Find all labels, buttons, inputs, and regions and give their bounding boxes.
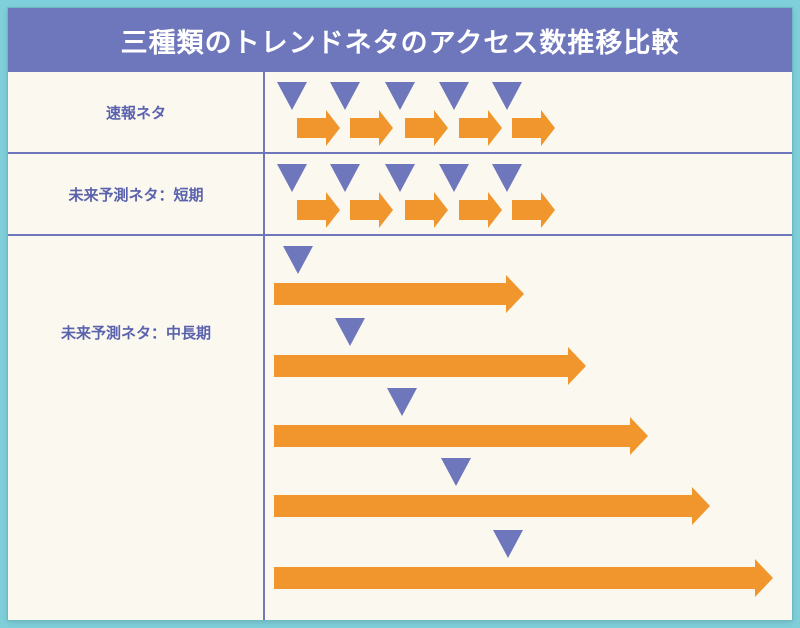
diagram-frame: 三種類のトレンドネタのアクセス数推移比較 速報ネタ 未来予測ネタ：短期 未来予測… bbox=[8, 8, 792, 620]
long-term-forecast-long-arrow-2 bbox=[274, 347, 586, 385]
long-term-forecast-down-triangle-icon-5 bbox=[493, 530, 523, 558]
long-term-forecast-down-triangle-icon-3 bbox=[387, 388, 417, 416]
short-term-forecast-down-triangle-icon-3 bbox=[385, 164, 415, 192]
breaking-news-short-arrow-4 bbox=[459, 110, 502, 146]
breaking-news-down-triangle-icon-2 bbox=[330, 82, 360, 110]
short-term-forecast-short-arrow-3 bbox=[405, 192, 448, 228]
page-title: 三種類のトレンドネタのアクセス数推移比較 bbox=[120, 27, 680, 59]
breaking-news-down-triangle-icon-1 bbox=[277, 82, 307, 110]
long-term-forecast-down-triangle-icon-1 bbox=[283, 246, 313, 274]
column-divider bbox=[263, 72, 265, 620]
long-term-forecast-long-arrow-1 bbox=[274, 275, 524, 313]
breaking-news-short-arrow-1 bbox=[297, 110, 340, 146]
trend-diagram bbox=[274, 82, 773, 597]
breaking-news-down-triangle-icon-4 bbox=[439, 82, 469, 110]
title-bar: 三種類のトレンドネタのアクセス数推移比較 bbox=[8, 8, 792, 72]
row-divider-1 bbox=[8, 152, 792, 154]
long-term-forecast-long-arrow-5 bbox=[274, 559, 773, 597]
breaking-news-short-arrow-2 bbox=[350, 110, 393, 146]
row-divider-2 bbox=[8, 234, 792, 236]
long-term-forecast-long-arrow-3 bbox=[274, 417, 648, 455]
breaking-news-short-arrow-5 bbox=[512, 110, 555, 146]
short-term-forecast-short-arrow-2 bbox=[350, 192, 393, 228]
row-label-breaking-news: 速報ネタ bbox=[105, 104, 166, 122]
short-term-forecast-short-arrow-4 bbox=[459, 192, 502, 228]
short-term-forecast-down-triangle-icon-1 bbox=[277, 164, 307, 192]
short-term-forecast-short-arrow-5 bbox=[512, 192, 555, 228]
long-term-forecast-down-triangle-icon-4 bbox=[441, 458, 471, 486]
short-term-forecast-short-arrow-1 bbox=[297, 192, 340, 228]
long-term-forecast-down-triangle-icon-2 bbox=[335, 318, 365, 346]
short-term-forecast-down-triangle-icon-5 bbox=[492, 164, 522, 192]
short-term-forecast-down-triangle-icon-2 bbox=[330, 164, 360, 192]
row-label-long-term-forecast: 未来予測ネタ：中長期 bbox=[60, 324, 211, 342]
row-label-short-term-forecast: 未来予測ネタ：短期 bbox=[68, 186, 204, 204]
breaking-news-down-triangle-icon-5 bbox=[492, 82, 522, 110]
breaking-news-down-triangle-icon-3 bbox=[385, 82, 415, 110]
long-term-forecast-long-arrow-4 bbox=[274, 487, 710, 525]
breaking-news-short-arrow-3 bbox=[405, 110, 448, 146]
short-term-forecast-down-triangle-icon-4 bbox=[439, 164, 469, 192]
